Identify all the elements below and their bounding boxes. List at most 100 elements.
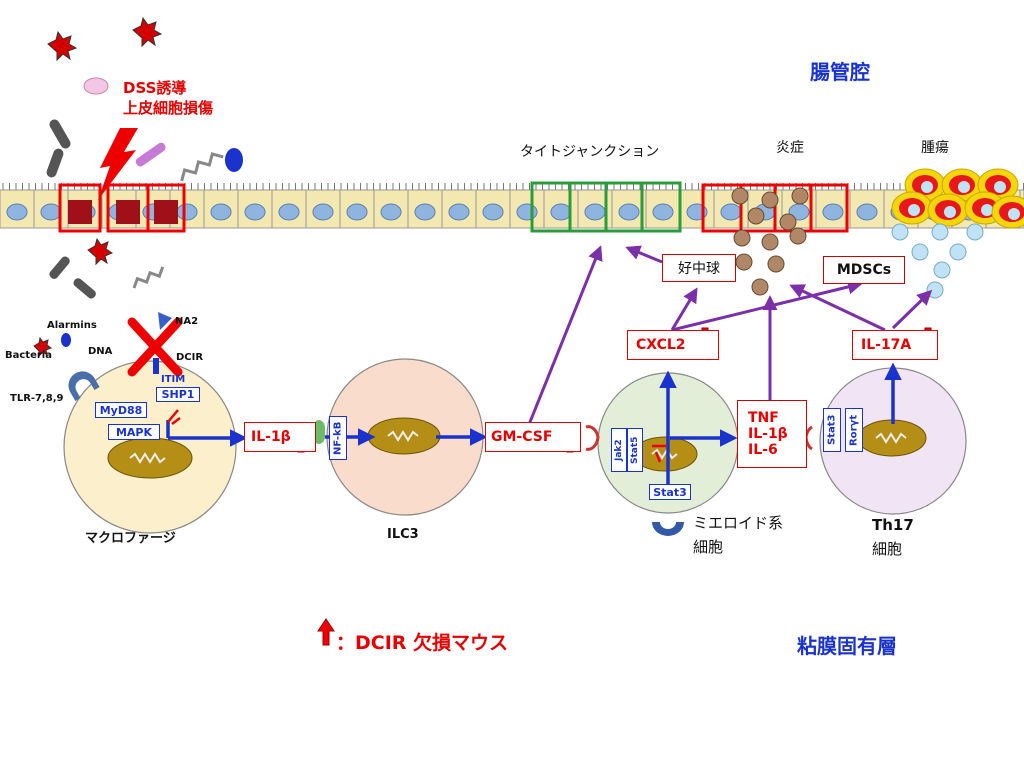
inhibition-marks [167, 409, 666, 463]
dss-label-line2: 上皮細胞損傷 [123, 99, 214, 117]
dcir-label: DCIR [176, 352, 204, 363]
dna-label: DNA [88, 346, 113, 357]
inflammatory-cell [779, 213, 797, 231]
tumor-label: 腫瘍 [921, 140, 949, 156]
gmcsf-receptor-icon [585, 425, 600, 451]
myeloid-receptor-icon [652, 522, 684, 536]
th17-label-line1: Th17 [872, 516, 914, 534]
alarmins-label: Alarmins [47, 320, 97, 331]
epithelial-cell-nucleus [652, 203, 674, 221]
mdsc-cell [931, 223, 949, 241]
il1b-label: IL-1β [748, 426, 788, 442]
epithelial-cell-nucleus [312, 203, 334, 221]
damage-bolt-icon [98, 128, 138, 200]
jak2-box: Jak2 [611, 428, 627, 472]
cxcl2-box: CXCL2 [627, 330, 719, 360]
il1r-receptor-icon [313, 420, 325, 444]
epithelial-cell-nucleus [210, 203, 232, 221]
il6-label: IL-6 [748, 442, 778, 458]
inflammation-label: 炎症 [776, 140, 804, 156]
epithelial-cell-nucleus [40, 203, 62, 221]
gmcsf-box: GM-CSF [485, 422, 581, 452]
legend-label: ：DCIR 欠損マウス [336, 632, 509, 654]
inflamed-epithelial-cells [701, 183, 849, 233]
myeloid-label-line2: 細胞 [693, 538, 724, 556]
inflammatory-cell [761, 233, 779, 251]
mdsc-cell [926, 281, 944, 299]
inflammatory-cell [767, 255, 785, 273]
th17-label-line2: 細胞 [872, 540, 903, 558]
myd88-box: MyD88 [95, 402, 147, 418]
tlr-label: TLR-7,8,9 [10, 393, 64, 404]
tumor-cell-nucleus [994, 181, 1006, 193]
itim-label: ITIM [161, 374, 186, 385]
cytokine-box: TNF IL-1β IL-6 [737, 400, 807, 468]
epithelial-cell-nucleus [482, 203, 504, 221]
dcir-knockout-x-icon [127, 317, 183, 377]
mdsc-cells [891, 223, 984, 299]
epithelial-cell-nucleus [516, 203, 538, 221]
mapk-box: MAPK [108, 424, 160, 440]
epithelial-cell-nucleus [822, 203, 844, 221]
inflammatory-cell [761, 191, 779, 209]
tumor-cell-nucleus [958, 181, 970, 193]
epithelial-cell-nucleus [550, 203, 572, 221]
stat5-box: Stat5 [627, 428, 643, 472]
neutrophil-box: 好中球 [662, 254, 736, 282]
il17a-box: IL-17A [852, 330, 938, 360]
epithelial-cell-nucleus [856, 203, 878, 221]
epithelial-cell-nucleus [346, 203, 368, 221]
alarmin-burst-icons [33, 16, 163, 358]
epithelial-cell-nucleus [720, 203, 742, 221]
il1b-box: IL-1β [244, 422, 316, 452]
mdsc-cell [911, 243, 929, 261]
epithelial-cell-nucleus [448, 203, 470, 221]
epithelial-cell-nucleus [618, 203, 640, 221]
tumor-cells [891, 168, 1024, 229]
dna-helix-marks [129, 430, 907, 464]
epithelial-cell-nucleus [6, 203, 28, 221]
damaged-epithelial-cells [58, 183, 186, 233]
mdsc-box: MDSCs [823, 256, 905, 284]
th17-stat3-box: Stat3 [823, 408, 841, 452]
bacteria-label: Bacteria [5, 350, 52, 361]
secretion-arrows [526, 245, 933, 428]
shp1-box: SHP1 [156, 387, 200, 402]
inflammatory-cell [791, 187, 809, 205]
signal-arrows [166, 362, 902, 494]
inflammatory-cell [747, 207, 765, 225]
lumen-bacteria [46, 77, 243, 299]
alarmin-ligand-icon [61, 333, 71, 347]
na2-label: NA2 [175, 316, 199, 327]
dcir-receptor-icon [153, 358, 159, 374]
rorgt-box: Rorγt [845, 408, 863, 452]
lamina-propria-label: 粘膜固有層 [797, 634, 897, 658]
tight-junction-label: タイトジャンクション [520, 144, 660, 160]
mdsc-cell [891, 223, 909, 241]
tumor-cell-nucleus [981, 204, 993, 216]
tumor-cell-nucleus [908, 204, 920, 216]
nfkb-box: NF-kB [329, 416, 347, 460]
tlr-receptor-icon [68, 371, 100, 402]
inflammatory-cell [751, 278, 769, 296]
na2-ligand-icon [158, 312, 172, 330]
epithelial-cell-nucleus [584, 203, 606, 221]
macrophage-label: マクロファージ [85, 531, 176, 546]
epithelial-cell-nucleus [278, 203, 300, 221]
cell-nuclei [107, 417, 927, 479]
tumor-cell-nucleus [944, 206, 956, 218]
epithelial-cell-nucleus [244, 203, 266, 221]
inflammatory-cell [789, 227, 807, 245]
myeloid-label-line1: ミエロイド系 [693, 514, 784, 532]
mdsc-cell [966, 223, 984, 241]
epithelial-cell-nucleus [176, 203, 198, 221]
tnf-label: TNF [748, 410, 779, 426]
epithelium-layer [0, 189, 1024, 229]
ilc3-label: ILC3 [387, 527, 419, 542]
tumor-cell-nucleus [1008, 208, 1020, 220]
dss-label-line1: DSS誘導 [123, 79, 187, 97]
tumor-cell-nucleus [921, 181, 933, 193]
inflammatory-cell [733, 229, 751, 247]
mdsc-cell [933, 261, 951, 279]
